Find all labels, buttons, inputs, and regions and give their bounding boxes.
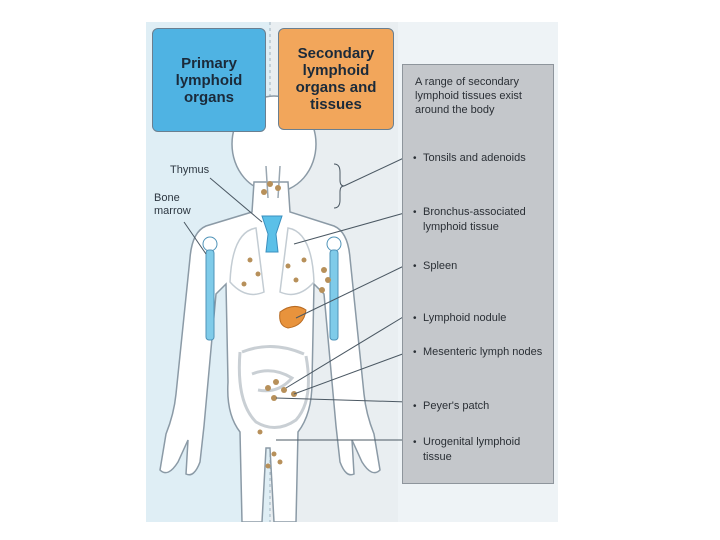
primary-lymphoid-organs-header: Primary lymphoid organs (152, 28, 266, 132)
bullet-icon: • (413, 313, 417, 324)
list-item: •Spleen (413, 260, 458, 272)
lungs (229, 227, 315, 296)
thymus-pointer (209, 177, 263, 223)
bullet-icon: • (413, 437, 417, 448)
bone-marrow-pointer (183, 221, 207, 255)
body-illustration (159, 22, 409, 522)
thymus-organ (261, 215, 283, 253)
bone-marrow-label: Bone marrow (154, 192, 191, 217)
tonsil-bracket (333, 163, 345, 209)
callout-lines (275, 155, 409, 441)
lymph-nodes (241, 181, 331, 469)
bullet-icon: • (413, 153, 417, 164)
lymphoid-organs-diagram: Primary lymphoid organs Secondary lympho… (146, 22, 558, 522)
airway (265, 165, 281, 199)
list-item: •Urogenital lymphoid tissue (413, 436, 521, 463)
bone-marrow (202, 236, 342, 341)
list-item: •Mesenteric lymph nodes (413, 346, 543, 358)
bullet-icon: • (413, 207, 417, 218)
spleen-organ (279, 306, 307, 329)
list-item: •Bronchus-associated lymphoid tissue (413, 206, 526, 233)
secondary-lymphoid-organs-header: Secondary lymphoid organs and tissues (278, 28, 394, 130)
body-silhouette (159, 95, 381, 522)
list-item: •Peyer's patch (413, 400, 490, 412)
bullet-icon: • (413, 401, 417, 412)
thymus-label: Thymus (170, 164, 210, 176)
list-item: •Lymphoid nodule (413, 312, 507, 324)
secondary-tissues-intro: A range of secondary lymphoid tissues ex… (415, 76, 522, 116)
bullet-icon: • (413, 347, 417, 358)
bullet-icon: • (413, 261, 417, 272)
secondary-tissues-panel: A range of secondary lymphoid tissues ex… (402, 64, 554, 484)
list-item: •Tonsils and adenoids (413, 152, 526, 164)
